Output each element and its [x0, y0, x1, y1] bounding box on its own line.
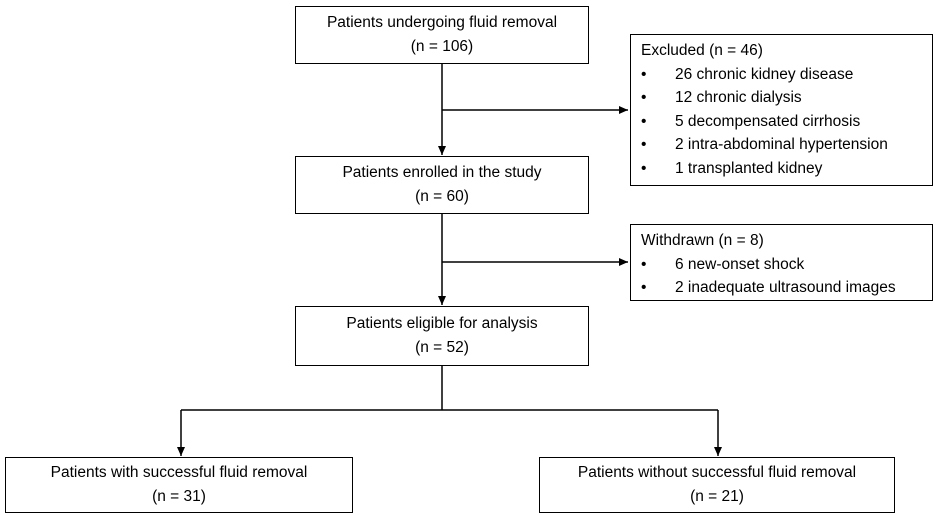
excluded-item: •5 decompensated cirrhosis	[641, 110, 932, 134]
unsuccessful-box: Patients without successful fluid remova…	[539, 457, 895, 513]
eligible-box: Patients eligible for analysis (n = 52)	[295, 306, 589, 366]
withdrawn-item: •6 new-onset shock	[641, 253, 932, 277]
excluded-list: •26 chronic kidney disease •12 chronic d…	[641, 63, 932, 181]
bullet-icon: •	[641, 159, 647, 177]
withdrawn-list: •6 new-onset shock •2 inadequate ultraso…	[641, 253, 932, 300]
bullet-icon: •	[641, 255, 647, 273]
unsuccessful-count: (n = 21)	[690, 488, 744, 505]
bullet-icon: •	[641, 112, 647, 130]
withdrawn-box: Withdrawn (n = 8) •6 new-onset shock •2 …	[630, 224, 933, 301]
successful-title: Patients with successful fluid removal	[50, 464, 308, 481]
bullet-icon: •	[641, 136, 647, 153]
excluded-item: •2 intra-abdominal hypertension	[641, 133, 932, 157]
withdrawn-title: Withdrawn (n = 8)	[641, 232, 764, 249]
excluded-item: •26 chronic kidney disease	[641, 63, 932, 87]
enrolled-title: Patients enrolled in the study	[342, 164, 542, 181]
bullet-icon: •	[641, 89, 647, 106]
eligible-title: Patients eligible for analysis	[346, 315, 538, 332]
unsuccessful-title: Patients without successful fluid remova…	[577, 464, 857, 481]
eligible-count: (n = 52)	[415, 339, 469, 356]
excluded-item: •12 chronic dialysis	[641, 86, 932, 110]
excluded-item: •1 transplanted kidney	[641, 157, 932, 181]
withdrawn-item: •2 inadequate ultrasound images	[641, 276, 932, 300]
enrolled-box: Patients enrolled in the study (n = 60)	[295, 156, 589, 214]
fluid-removal-box: Patients undergoing fluid removal (n = 1…	[295, 6, 589, 64]
successful-box: Patients with successful fluid removal (…	[5, 457, 353, 513]
fluid-removal-count: (n = 106)	[410, 38, 474, 55]
bullet-icon: •	[641, 279, 647, 296]
bullet-icon: •	[641, 65, 647, 83]
successful-count: (n = 31)	[152, 488, 206, 505]
excluded-box: Excluded (n = 46) •26 chronic kidney dis…	[630, 34, 933, 186]
excluded-title: Excluded (n = 46)	[641, 42, 763, 59]
enrolled-count: (n = 60)	[415, 188, 469, 205]
fluid-removal-title: Patients undergoing fluid removal	[326, 14, 558, 31]
